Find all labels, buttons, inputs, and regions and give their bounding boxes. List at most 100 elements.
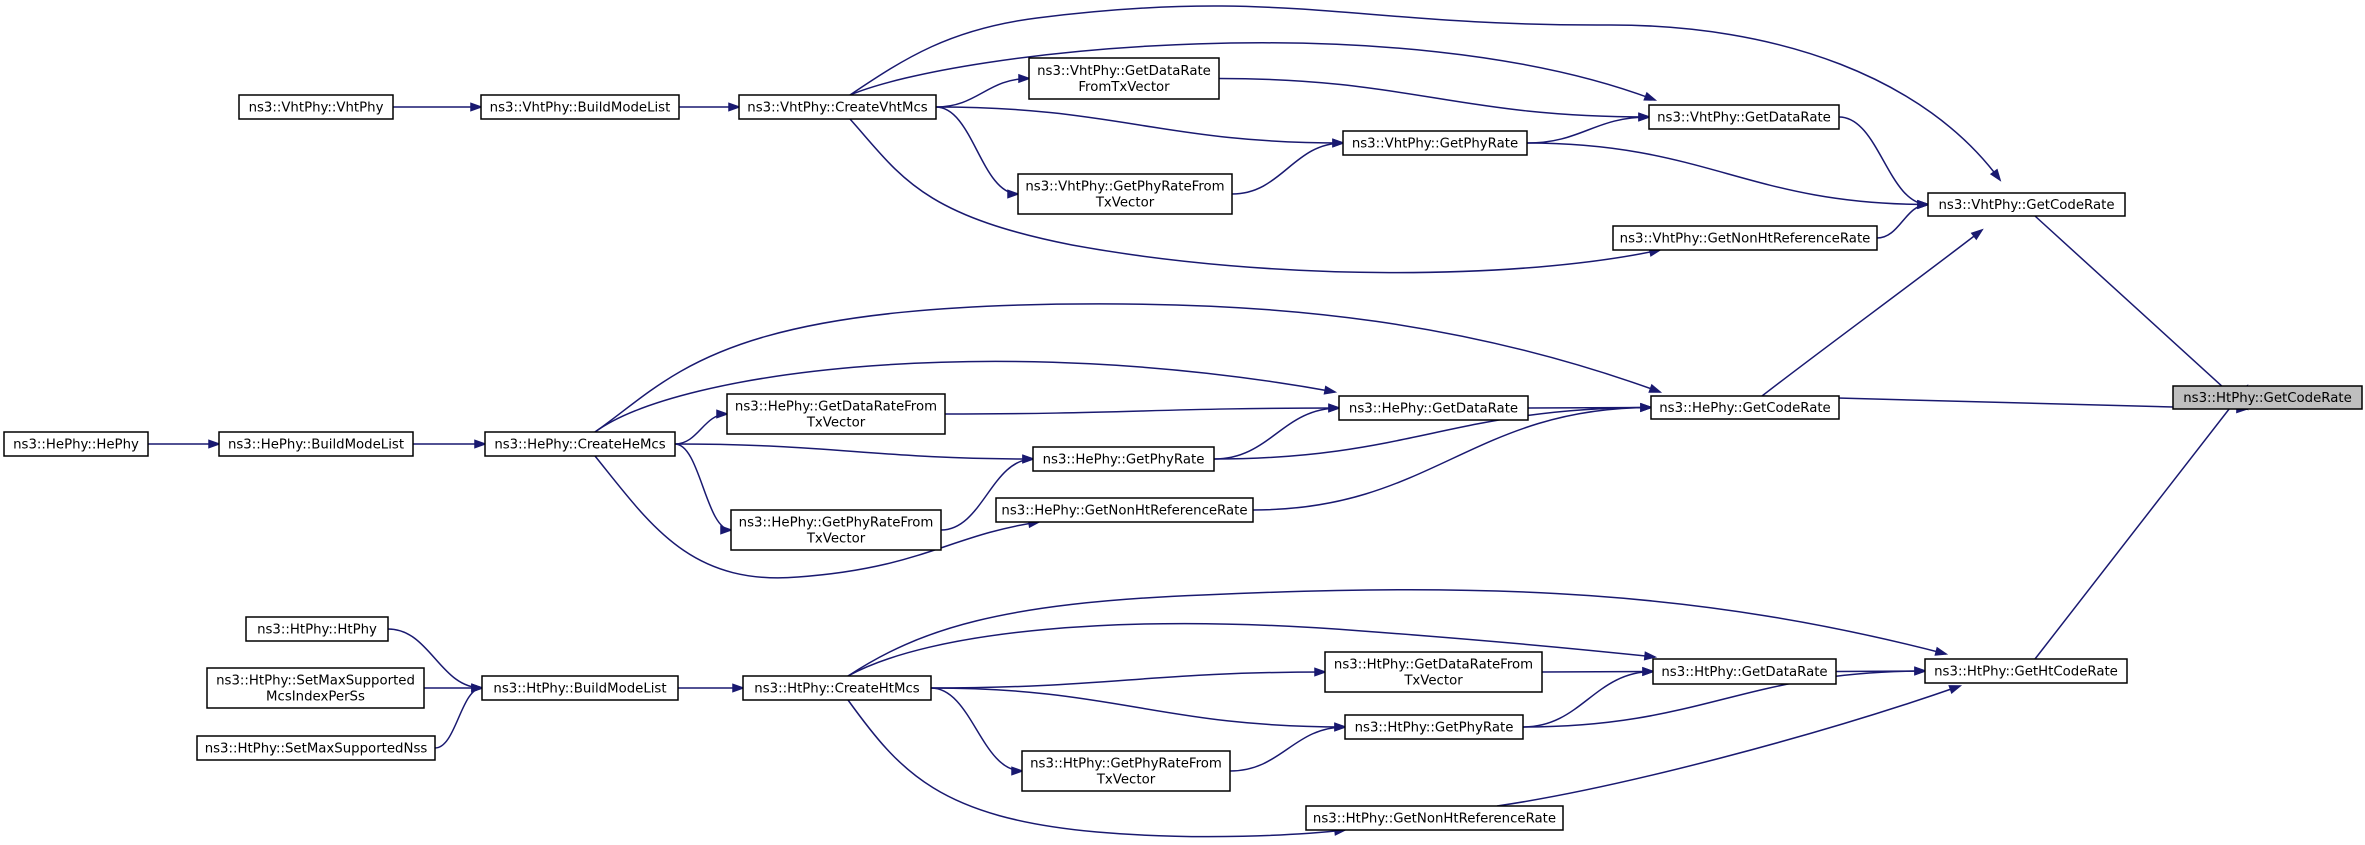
edge-arrowhead — [716, 409, 730, 419]
edge-line — [930, 671, 1326, 689]
edge-line — [594, 455, 1040, 579]
node-box — [238, 94, 394, 120]
edge-vht_gdr-to-vht_gcr — [1838, 116, 1931, 210]
graph-node-vht-cvm[interactable]: ns3::VhtPhy::CreateVhtMcs — [738, 94, 937, 120]
node-label: ns3::HtPhy::BuildModeList — [493, 682, 666, 697]
edge-vht_gnhr-to-vht_gcr — [1876, 199, 1931, 239]
edge-vht_cvm-to-vht_gprtx — [935, 106, 1021, 199]
edge-line — [944, 407, 1340, 415]
node-label: ns3::HtPhy::GetNonHtReferenceRate — [1313, 812, 1556, 827]
edge-line — [1541, 670, 1654, 673]
edge-vht_cvm-to-vht_gpr — [935, 106, 1346, 148]
edge-arrowhead — [1643, 651, 1658, 661]
edge-line — [930, 687, 1023, 772]
graph-node-ht-smsn[interactable]: ns3::HtPhy::SetMaxSupportedNss — [196, 735, 436, 761]
graph-node-vht-ctor[interactable]: ns3::VhtPhy::VhtPhy — [238, 94, 394, 120]
edge-line — [2034, 215, 2248, 410]
edge-he_gpr-to-he_gdr — [1213, 403, 1342, 460]
node-box — [196, 735, 436, 761]
graph-node-he-gpr[interactable]: ns3::HePhy::GetPhyRate — [1032, 446, 1215, 472]
edge-arrowhead — [1011, 766, 1025, 776]
edge-ht_gpr-to-ht_gdr — [1522, 666, 1656, 728]
edge-arrowhead — [208, 439, 222, 449]
edge-ht_gprtx-to-ht_gpr — [1229, 722, 1348, 772]
graph-nodes: ns3::HtPhy::GetCodeRate ns3::VhtPhy::GetC… — [3, 57, 2363, 831]
graph-node-vht-bml[interactable]: ns3::VhtPhy::BuildModeList — [480, 94, 680, 120]
node-box — [218, 431, 414, 457]
graph-node-he-gcr[interactable]: ns3::HePhy::GetCodeRate — [1650, 395, 1840, 420]
graph-node-ht-gpr[interactable]: ns3::HtPhy::GetPhyRate — [1344, 714, 1524, 740]
node-box — [738, 94, 937, 120]
edge-line — [387, 628, 483, 689]
node-box — [1612, 225, 1878, 251]
edge-ht_gdrtx-to-ht_gdr — [1541, 666, 1656, 677]
node-label: TxVector — [806, 532, 866, 547]
graph-node-vht-gdr[interactable]: ns3::VhtPhy::GetDataRate — [1648, 104, 1840, 130]
edge-arrowhead — [720, 525, 734, 535]
edge-line — [1876, 203, 1929, 239]
node-label: ns3::VhtPhy::GetDataRate — [1657, 111, 1831, 126]
node-label: ns3::VhtPhy::GetCodeRate — [1938, 198, 2114, 213]
graph-node-he-gnhr[interactable]: ns3::HePhy::GetNonHtReferenceRate — [995, 497, 1254, 523]
edge-vht_gdrtx-to-vht_gdr — [1218, 77, 1652, 122]
graph-node-he-ctor[interactable]: ns3::HePhy::HePhy — [3, 431, 149, 457]
edge-arrowhead — [1914, 666, 1928, 676]
edge-arrowhead — [1934, 646, 1949, 656]
edge-arrowhead — [1007, 189, 1021, 199]
edge-arrowhead — [728, 102, 742, 112]
edge-he_chm-to-he_gcr — [594, 303, 1663, 433]
node-label: ns3::HtPhy::GetPhyRate — [1355, 721, 1514, 736]
graph-node-he-chm[interactable]: ns3::HePhy::CreateHeMcs — [484, 431, 676, 457]
edge-line — [1761, 395, 2248, 410]
edge-line — [935, 106, 1019, 195]
edge-arrowhead — [1328, 403, 1342, 413]
node-box — [1648, 104, 1840, 130]
graph-node-ht-chm[interactable]: ns3::HtPhy::CreateHtMcs — [742, 675, 932, 701]
graph-node-ht-gnhr[interactable]: ns3::HtPhy::GetNonHtReferenceRate — [1305, 805, 1564, 831]
graph-node-vht-gcr[interactable]: ns3::VhtPhy::GetCodeRate — [1927, 192, 2126, 217]
edge-ht_ghcr-to-target — [2034, 384, 2249, 660]
node-label: ns3::VhtPhy::GetNonHtReferenceRate — [1620, 232, 1871, 247]
node-box — [480, 94, 680, 120]
edge-he_gcr-to-vht_gcr — [1761, 228, 1984, 397]
node-box — [1338, 395, 1529, 421]
graph-node-ht-bml[interactable]: ns3::HtPhy::BuildModeList — [481, 675, 679, 701]
edge-line — [849, 118, 1661, 274]
edge-ht_chm-to-ht_gdrtx — [930, 667, 1328, 689]
graph-node-he-gdr[interactable]: ns3::HePhy::GetDataRate — [1338, 395, 1529, 421]
edge-line — [1213, 406, 1652, 460]
graph-node-ht-ghcr[interactable]: ns3::HtPhy::GetHtCodeRate — [1924, 658, 2128, 684]
edge-line — [940, 458, 1034, 531]
node-box — [742, 675, 932, 701]
edge-ht_smsn-to-ht_bml — [434, 683, 485, 749]
node-label: ns3::HtPhy::CreateHtMcs — [754, 682, 919, 697]
edge-line — [847, 622, 1656, 677]
edge-ht_gpr-to-ht_ghcr — [1522, 666, 1928, 728]
graph-node-ht-gdr[interactable]: ns3::HtPhy::GetDataRate — [1652, 658, 1837, 685]
edge-line — [674, 443, 732, 531]
node-label: ns3::VhtPhy::CreateVhtMcs — [747, 101, 928, 116]
edge-line — [930, 687, 1346, 728]
node-box — [1021, 750, 1231, 792]
node-box — [1324, 651, 1543, 693]
graph-node-he-bml[interactable]: ns3::HePhy::BuildModeList — [218, 431, 414, 457]
node-label: ns3::HePhy::GetPhyRateFrom — [739, 516, 934, 531]
edge-arrowhead — [1332, 138, 1346, 148]
graph-node-ht-ctor[interactable]: ns3::HtPhy::HtPhy — [245, 616, 389, 642]
node-label: ns3::HePhy::CreateHeMcs — [494, 438, 665, 453]
node-box — [730, 509, 942, 551]
node-label: TxVector — [1095, 196, 1155, 211]
graph-node-target[interactable]: ns3::HtPhy::GetCodeRate — [2172, 385, 2363, 410]
graph-node-vht-gnhr[interactable]: ns3::VhtPhy::GetNonHtReferenceRate — [1612, 225, 1878, 251]
edge-arrowhead — [1314, 667, 1328, 677]
edge-arrowhead — [1648, 383, 1663, 393]
node-box — [3, 431, 149, 457]
graph-node-vht-gpr[interactable]: ns3::VhtPhy::GetPhyRate — [1342, 130, 1528, 156]
